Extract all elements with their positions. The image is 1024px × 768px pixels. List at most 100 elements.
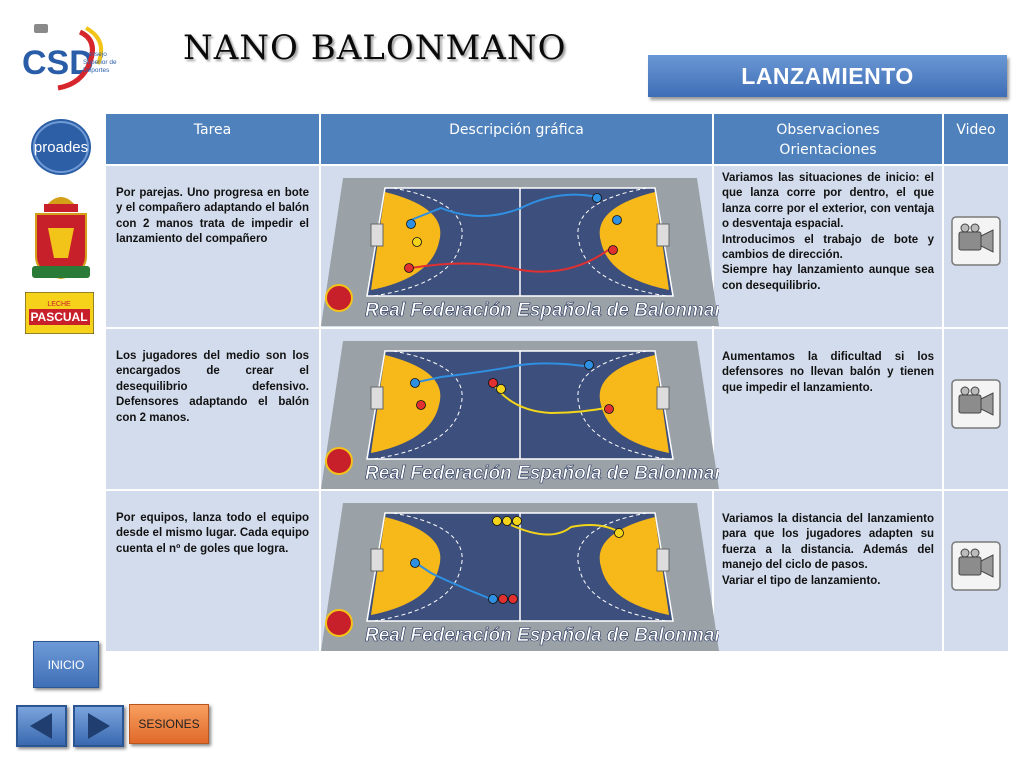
csd-logo-line1: Consejo	[83, 51, 107, 58]
federation-crest-icon	[325, 609, 353, 637]
task-text: Los jugadores del medio son los encargad…	[116, 350, 309, 424]
observations-cell: Variamos las situaciones de inicio: el q…	[712, 164, 944, 329]
proades-logo-text: proades	[34, 139, 88, 156]
task-cell: Por equipos, lanza todo el equipo desde …	[104, 489, 321, 653]
left-goal	[370, 548, 384, 572]
video-cell	[942, 164, 1010, 329]
left-goal	[370, 386, 384, 410]
video-cell	[942, 327, 1010, 491]
left-free-throw-line	[372, 187, 463, 297]
camera-reel	[970, 548, 980, 558]
task-text: Por equipos, lanza todo el equipo desde …	[116, 512, 309, 555]
player-marker	[614, 528, 624, 538]
pascual-logo-line2: PASCUAL	[30, 310, 87, 324]
diagram-caption: Real Federación Española de Balonmano	[365, 625, 719, 646]
player-marker	[496, 384, 506, 394]
federation-crest-icon	[325, 284, 353, 312]
diagram-caption: Real Federación Española de Balonmano	[365, 463, 719, 484]
player-path-blue	[412, 560, 492, 600]
column-header-tarea: Tarea	[104, 112, 321, 166]
column-header-observaciones-line2: Orientaciones	[779, 142, 877, 158]
arrow-right-icon	[88, 713, 110, 739]
player-marker	[416, 400, 426, 410]
coat-of-arms-logo	[32, 197, 90, 280]
page-title: NANO BALONMANO	[183, 28, 567, 68]
pascual-logo-line1: LECHE	[47, 301, 71, 308]
federation-crest-icon	[325, 447, 353, 475]
court-diagram: Real Federación Española de Balonmano	[321, 503, 719, 651]
sesiones-button[interactable]: SESIONES	[129, 704, 209, 744]
player-marker	[488, 378, 498, 388]
player-marker	[410, 378, 420, 388]
court-diagram: Real Federación Española de Balonmano	[321, 341, 719, 489]
player-marker	[410, 558, 420, 568]
observations-cell: Aumentamos la dificultad si los defensor…	[712, 327, 944, 491]
observation-line: Variamos la distancia del lanzamiento pa…	[722, 513, 934, 572]
observation-line: Siempre hay lanzamiento aunque sea con d…	[722, 264, 934, 292]
task-cell: Los jugadores del medio son los encargad…	[104, 327, 321, 491]
right-free-throw-line	[577, 187, 668, 297]
left-goal	[370, 223, 384, 247]
table-header-row: Tarea Descripción gráfica Observaciones …	[104, 112, 1010, 166]
left-free-throw-line	[372, 350, 463, 460]
column-header-observaciones: Observaciones Orientaciones	[712, 112, 944, 166]
video-camera-icon[interactable]	[951, 541, 1001, 591]
right-goal	[656, 223, 670, 247]
player-marker	[406, 219, 416, 229]
previous-button[interactable]	[16, 705, 67, 747]
player-marker	[404, 263, 414, 273]
csd-logo: CSD Consejo Superior de Deportes	[22, 24, 117, 91]
arrow-left-icon	[30, 713, 52, 739]
player-marker	[604, 404, 614, 414]
left-free-throw-line	[372, 512, 463, 622]
next-button[interactable]	[73, 705, 124, 747]
player-marker	[584, 360, 594, 370]
player-marker	[488, 594, 498, 604]
table-row: Los jugadores del medio son los encargad…	[104, 327, 1010, 491]
right-free-throw-line	[577, 350, 668, 460]
camera-reel	[970, 223, 980, 233]
video-camera-icon[interactable]	[951, 379, 1001, 429]
right-goal-area	[599, 355, 669, 453]
player-marker	[498, 594, 508, 604]
player-path-blue	[412, 362, 592, 384]
player-marker	[612, 215, 622, 225]
camera-reel	[960, 223, 970, 233]
table-row: Por equipos, lanza todo el equipo desde …	[104, 489, 1010, 653]
observation-line: Variar el tipo de lanzamiento.	[722, 574, 881, 587]
task-cell: Por parejas. Uno progresa en bote y el c…	[104, 164, 321, 329]
diagram-cell: Real Federación Española de Balonmano	[319, 327, 719, 491]
observation-line: Aumentamos la dificultad si los defensor…	[722, 351, 934, 394]
camera-body	[958, 394, 982, 414]
right-goal	[656, 548, 670, 572]
right-goal	[656, 386, 670, 410]
inicio-button[interactable]: INICIO	[33, 641, 99, 688]
csd-logo-line3: Deportes	[83, 67, 110, 74]
camera-lens	[980, 392, 994, 416]
diagram-cell: Real Federación Española de Balonmano	[319, 489, 719, 653]
diagram-caption: Real Federación Española de Balonmano	[365, 300, 719, 321]
camera-lens	[980, 554, 994, 578]
player-marker	[512, 516, 522, 526]
observations-cell: Variamos la distancia del lanzamiento pa…	[712, 489, 944, 653]
player-marker	[508, 594, 518, 604]
player-marker	[412, 237, 422, 247]
camera-lens	[980, 229, 994, 253]
observation-line: Introducimos el trabajo de bote y cambio…	[722, 233, 934, 262]
camera-reel	[970, 386, 980, 396]
player-path-yellow	[490, 380, 612, 415]
column-header-descripcion: Descripción gráfica	[319, 112, 714, 166]
camera-body	[958, 231, 982, 251]
camera-reel	[960, 386, 970, 396]
right-goal-area	[599, 517, 669, 615]
video-camera-icon[interactable]	[951, 216, 1001, 266]
left-goal-area	[371, 517, 441, 615]
task-text: Por parejas. Uno progresa en bote y el c…	[116, 187, 309, 246]
table-row: Por parejas. Uno progresa en bote y el c…	[104, 164, 1010, 329]
player-path-blue	[410, 193, 602, 221]
court-diagram: Real Federación Española de Balonmano	[321, 178, 719, 326]
player-marker	[492, 516, 502, 526]
player-marker	[608, 245, 618, 255]
csd-logo-line2: Superior de	[83, 59, 117, 66]
column-header-observaciones-line1: Observaciones	[776, 122, 880, 138]
